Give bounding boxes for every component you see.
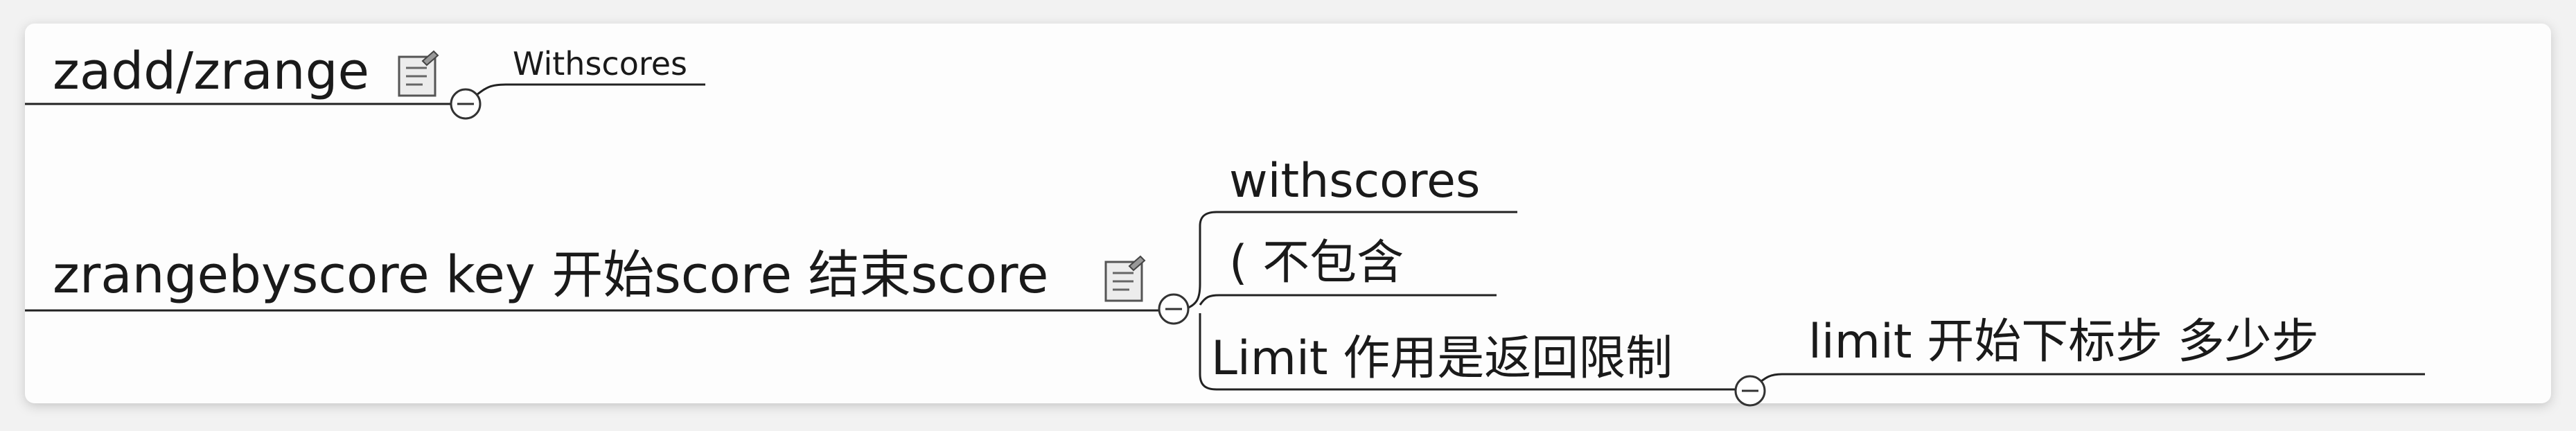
topic-label: limit 开始下标步 多少步: [1808, 315, 2319, 369]
canvas-panel: [25, 24, 2551, 403]
topic-zrangebyscore[interactable]: zrangebyscore key 开始score 结束score: [25, 245, 1171, 312]
topic-zadd-zrange[interactable]: zadd/zrange: [25, 42, 450, 105]
topic-exclusive[interactable]: ( 不包含: [1229, 236, 1404, 290]
collapse-toggle-icon[interactable]: [1734, 375, 1766, 407]
topic-label: Limit 作用是返回限制: [1211, 331, 1673, 386]
topic-withscores-top[interactable]: Withscores: [513, 45, 687, 82]
collapse-toggle-icon[interactable]: [1158, 293, 1190, 325]
topic-limit-detail[interactable]: limit 开始下标步 多少步: [1808, 315, 2319, 369]
topic-label: ( 不包含: [1229, 236, 1404, 290]
topic-label: zadd/zrange: [53, 42, 369, 101]
topic-label: zrangebyscore key 开始score 结束score: [53, 245, 1048, 305]
note-icon[interactable]: [398, 50, 439, 97]
connector-limit-note: [1199, 313, 1746, 391]
connector-withscores: [1184, 211, 1517, 310]
topic-label: withscores: [1229, 154, 1480, 209]
collapse-toggle-icon[interactable]: [450, 88, 482, 120]
topic-withscores[interactable]: withscores: [1229, 154, 1480, 209]
connector-exclusive: [1199, 294, 1497, 306]
topic-limit-note[interactable]: Limit 作用是返回限制: [1211, 331, 1673, 386]
note-icon[interactable]: [1104, 255, 1146, 302]
topic-label: Withscores: [513, 45, 687, 82]
